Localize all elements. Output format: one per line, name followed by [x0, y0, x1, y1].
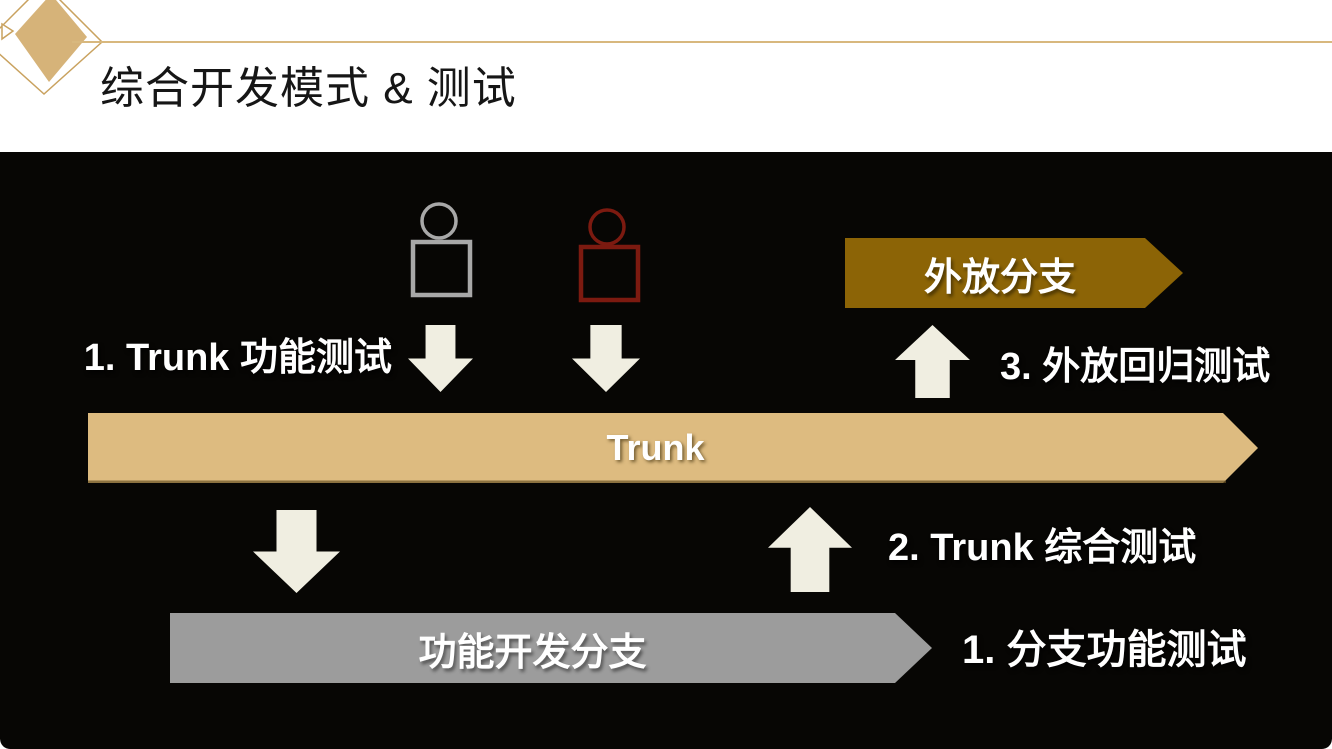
trunk-bar [88, 413, 1258, 483]
step-trunk-integration-test-label: 2. Trunk 综合测试 [888, 527, 1197, 569]
down-arrow-icon [253, 510, 340, 593]
up-arrow-icon [895, 325, 970, 398]
diagram-canvas: 1. Trunk 功能测试 外放分支 3. 外放回归测试 Trunk 2. Tr… [0, 152, 1332, 749]
release-branch-banner [845, 238, 1183, 308]
step-branch-function-test-label: 1. 分支功能测试 [962, 628, 1247, 672]
feature-branch-banner [170, 613, 932, 683]
trunk-bar-label: Trunk [606, 427, 705, 468]
step-trunk-function-test-label: 1. Trunk 功能测试 [83, 337, 392, 379]
up-arrow-icon [768, 507, 852, 592]
down-arrow-icon [572, 325, 640, 392]
feature-branch-label: 功能开发分支 [418, 631, 647, 674]
developer-gray-icon [410, 202, 473, 298]
step-release-regression-test-label: 3. 外放回归测试 [1000, 346, 1271, 388]
diamond-logo-icon [0, 0, 104, 96]
developer-red-icon [578, 208, 641, 303]
header-accent-line [72, 41, 1332, 43]
down-arrow-icon [408, 325, 473, 392]
release-branch-label: 外放分支 [923, 256, 1076, 299]
slide-title: 综合开发模式 & 测试 [100, 64, 517, 113]
